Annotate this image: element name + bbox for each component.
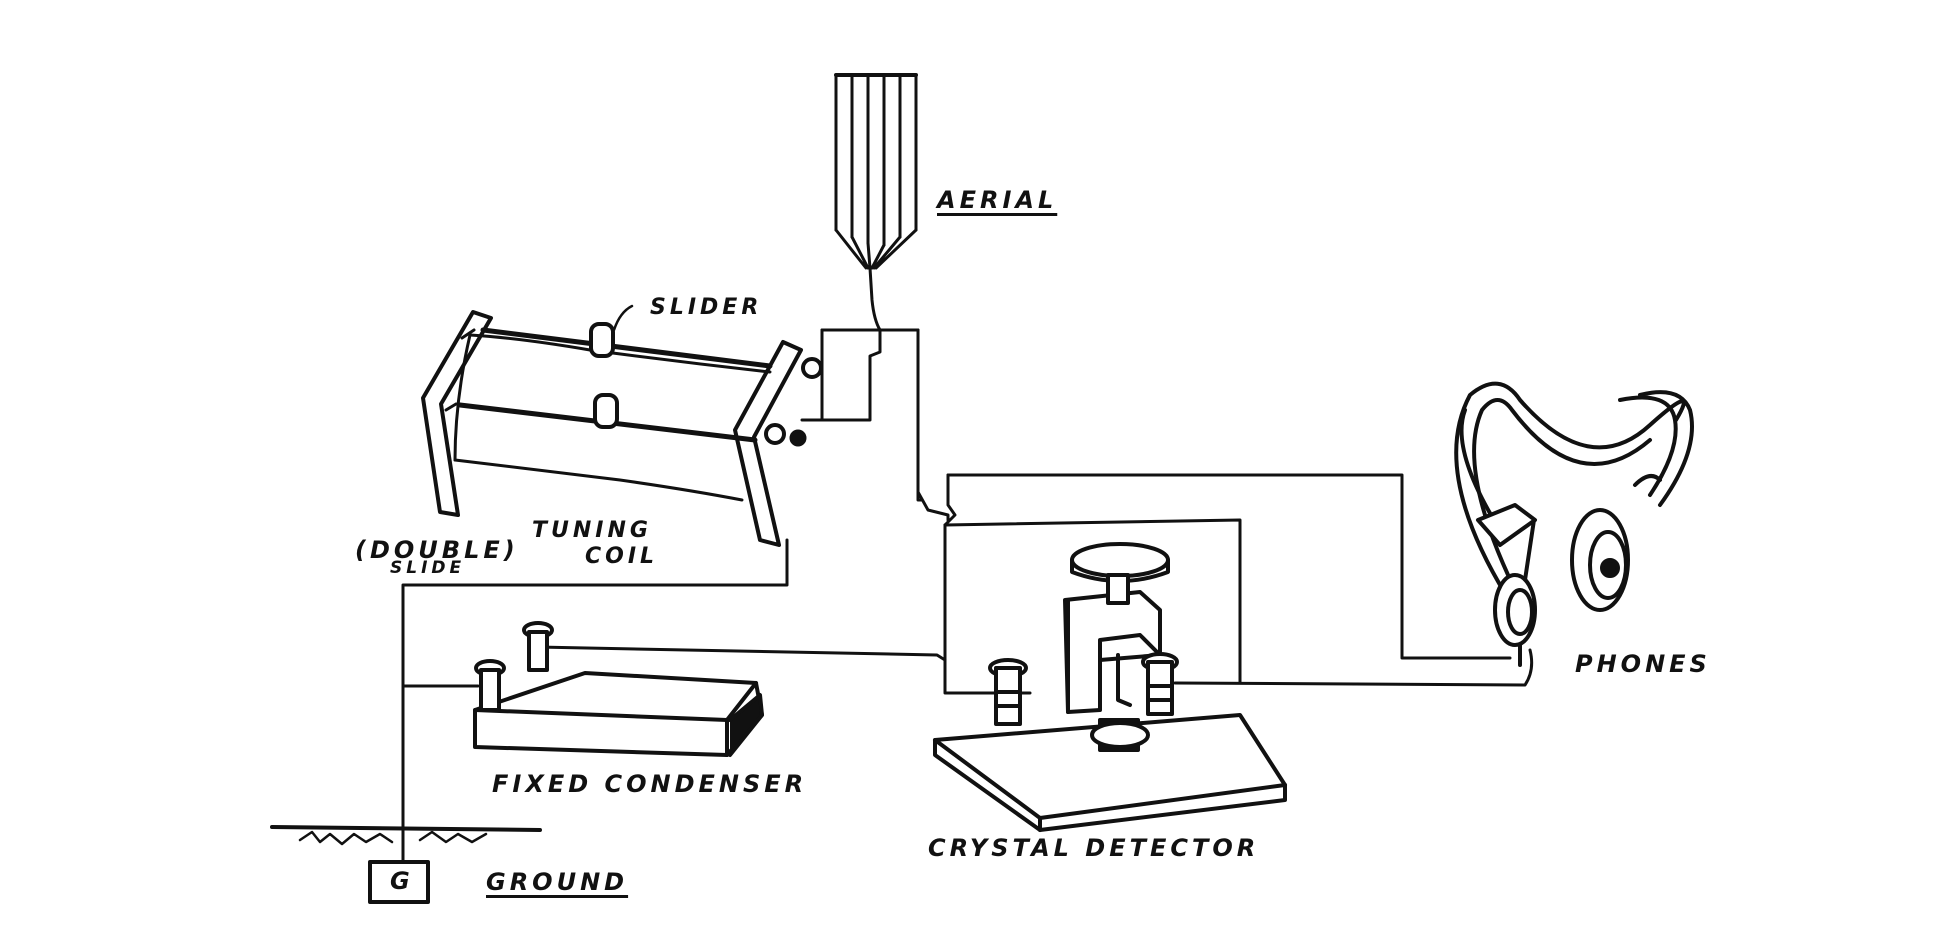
tuning-coil-label-line1: TUNING bbox=[532, 518, 652, 543]
tuning-coil-icon bbox=[421, 310, 823, 547]
circuit-wires bbox=[401, 328, 1534, 842]
ground-label: GROUND bbox=[486, 868, 629, 896]
crystal-detector-label: CRYSTAL DETECTOR bbox=[928, 834, 1260, 862]
crystal-detector-icon bbox=[933, 542, 1287, 832]
double-slide-label-line1: (DOUBLE) bbox=[355, 536, 519, 564]
fixed-condenser-icon bbox=[473, 621, 764, 757]
slider-leader-line bbox=[612, 304, 634, 332]
slider-label: SLIDER bbox=[650, 295, 763, 320]
aerial-icon bbox=[834, 73, 918, 332]
ground-icon bbox=[270, 825, 542, 904]
ground-box-letter: G bbox=[390, 867, 410, 895]
tuning-coil-label-line2: COIL bbox=[585, 544, 659, 569]
fixed-condenser-label: FIXED CONDENSER bbox=[492, 770, 808, 798]
double-slide-label-line2: SLIDE bbox=[390, 558, 466, 578]
aerial-label: AERIAL bbox=[937, 186, 1058, 214]
phones-icon bbox=[1454, 381, 1694, 667]
phones-label: PHONES bbox=[1575, 650, 1711, 678]
